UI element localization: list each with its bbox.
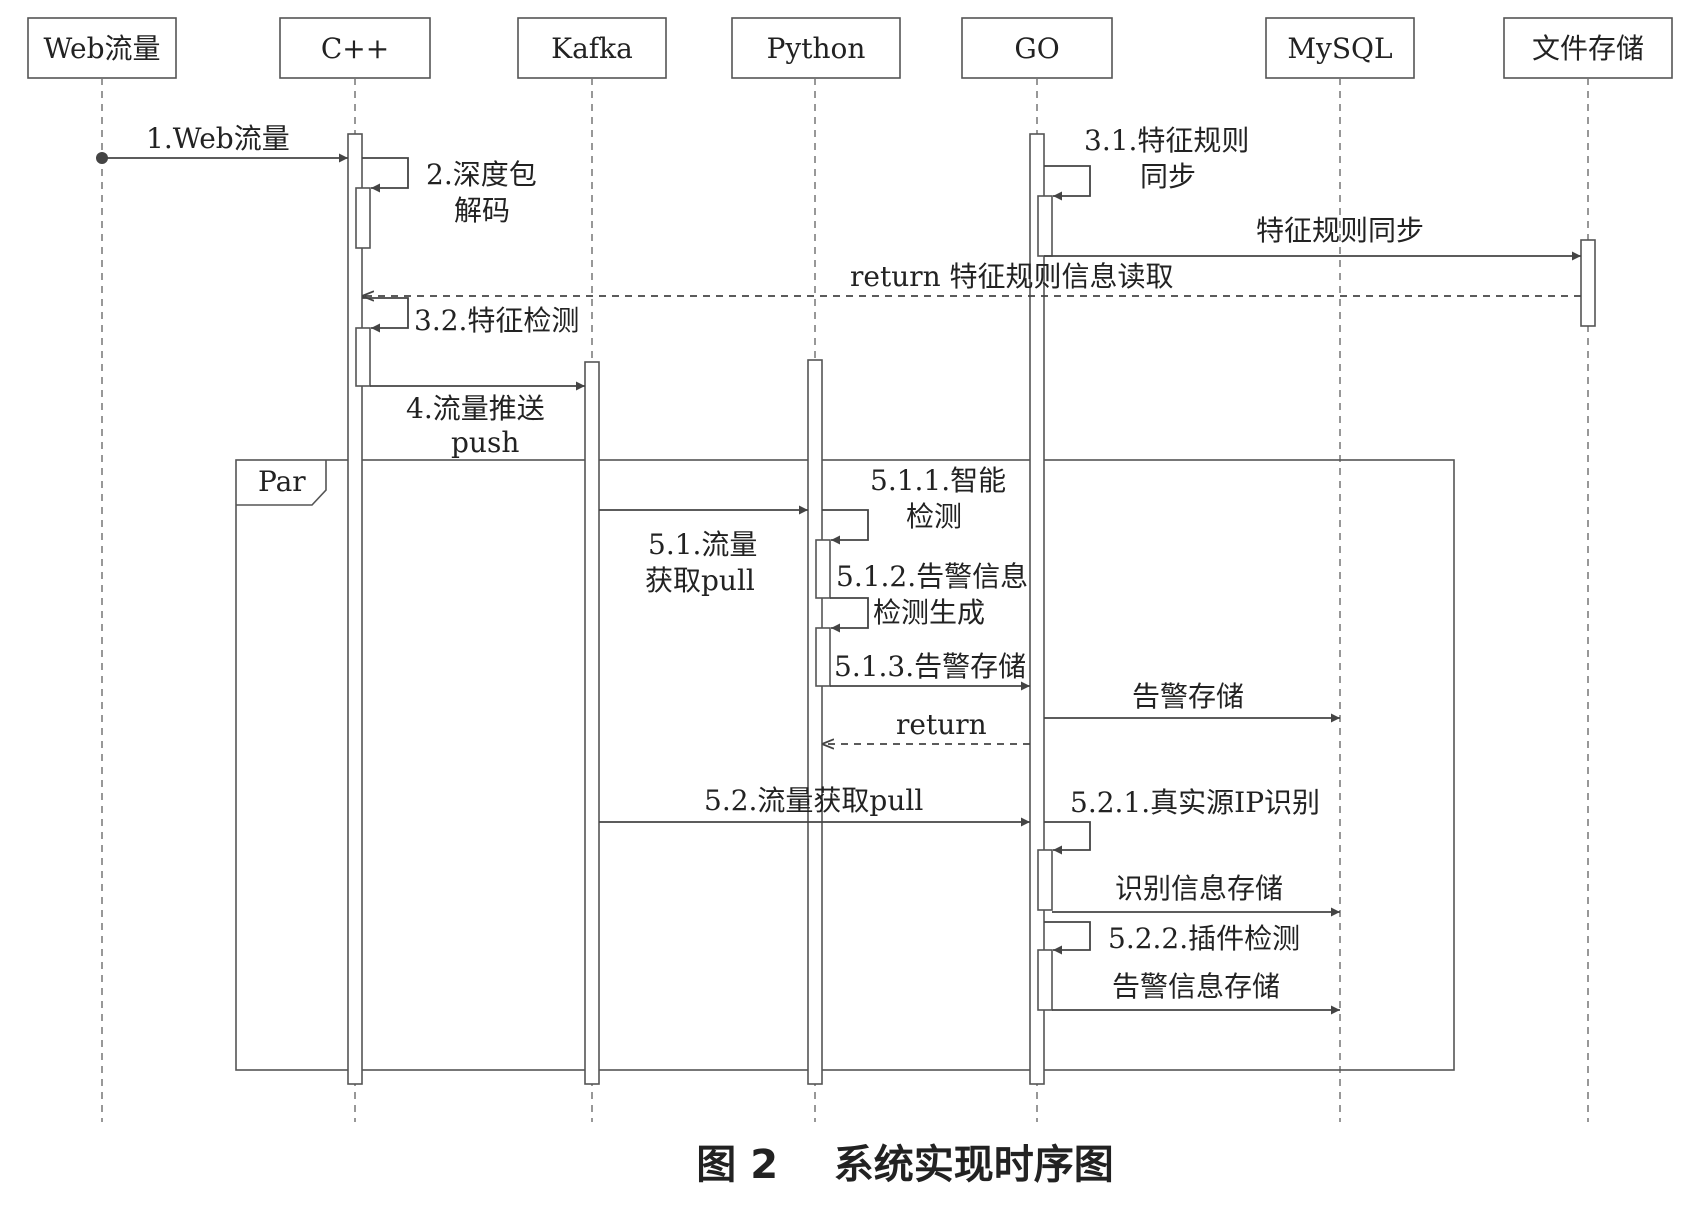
message-5-1-2-label-line2: 检测生成 — [873, 596, 985, 629]
participant-label-cpp: C++ — [321, 32, 389, 65]
message-id-store-label: 识别信息存储 — [1115, 872, 1283, 905]
message-alarm-store-label: 告警存储 — [1132, 680, 1244, 713]
message-5-2-1-label: 5.2.1.真实源IP识别 — [1070, 786, 1320, 819]
message-5-2-1-self-arrow — [1044, 821, 1091, 855]
activation-cpp-main — [347, 133, 363, 1085]
activation-go-plugin — [1037, 949, 1053, 1011]
participant-box-web — [27, 17, 177, 79]
participant-label-file: 文件存储 — [1532, 32, 1644, 65]
message-5-1-label-line1: 5.1.流量 — [648, 528, 757, 561]
message-2-label-line2: 解码 — [454, 194, 510, 227]
message-return-label: return — [896, 708, 987, 741]
message-5-2-label: 5.2.流量获取pull — [704, 784, 923, 817]
activation-python-smart — [815, 539, 831, 599]
message-3-1-sync-label: 特征规则同步 — [1256, 214, 1424, 247]
message-5-1-1-label-line2: 检测 — [906, 500, 962, 533]
participant-label-mysql: MySQL — [1287, 32, 1392, 65]
message-5-2-2-label: 5.2.2.插件检测 — [1108, 922, 1300, 955]
activation-go-main — [1029, 133, 1045, 1085]
participant-label-python: Python — [767, 32, 866, 65]
activation-python-alarm — [815, 627, 831, 687]
message-5-1-3-label: 5.1.3.告警存储 — [834, 650, 1026, 683]
par-fragment — [235, 459, 1455, 1071]
message-3-1-label-line1: 3.1.特征规则 — [1084, 124, 1249, 157]
activation-go-sync — [1037, 195, 1053, 257]
activation-python — [807, 359, 823, 1085]
message-1-label: 1.Web流量 — [146, 122, 290, 155]
figure-caption: 图 2 系统实现时序图 — [696, 1142, 1113, 1188]
message-5-2-2-self-arrow — [1044, 921, 1091, 955]
activation-file — [1580, 239, 1596, 327]
activation-cpp-decode — [355, 187, 371, 249]
message-5-1-2-label-line1: 5.1.2.告警信息 — [836, 560, 1028, 593]
message-3-1-label-line2: 同步 — [1140, 160, 1196, 193]
message-4-label-line1: 4.流量推送 — [406, 392, 545, 425]
activation-go-ip — [1037, 849, 1053, 911]
message-5-1-1-self-arrow — [822, 509, 869, 545]
message-4-label-line2: push — [451, 426, 519, 459]
message-2-self-arrow — [362, 157, 409, 193]
message-3-2-self-arrow — [362, 297, 409, 333]
participant-label-web: Web流量 — [44, 32, 161, 65]
message-3-1-return-label: return 特征规则信息读取 — [850, 260, 1174, 293]
participant-box-kafka — [517, 17, 667, 79]
message-5-1-2-self-arrow — [830, 597, 869, 633]
participant-box-python — [731, 17, 901, 79]
fragment-label: Par — [258, 465, 306, 498]
message-3-2-label: 3.2.特征检测 — [414, 304, 579, 337]
participant-box-mysql — [1265, 17, 1415, 79]
participant-label-kafka: Kafka — [551, 32, 633, 65]
message-2-label-line1: 2.深度包 — [426, 158, 537, 191]
par-fragment-tag — [236, 460, 327, 506]
activation-kafka — [584, 361, 600, 1085]
message-3-1-self-arrow — [1044, 165, 1091, 201]
message-5-1-label-line2: 获取pull — [645, 564, 755, 597]
participant-label-go: GO — [1014, 32, 1059, 65]
participant-box-cpp — [279, 17, 431, 79]
message-5-1-1-label-line1: 5.1.1.智能 — [870, 464, 1006, 497]
message-alarm-info-store-label: 告警信息存储 — [1112, 970, 1280, 1003]
activation-cpp-detect — [355, 327, 371, 387]
